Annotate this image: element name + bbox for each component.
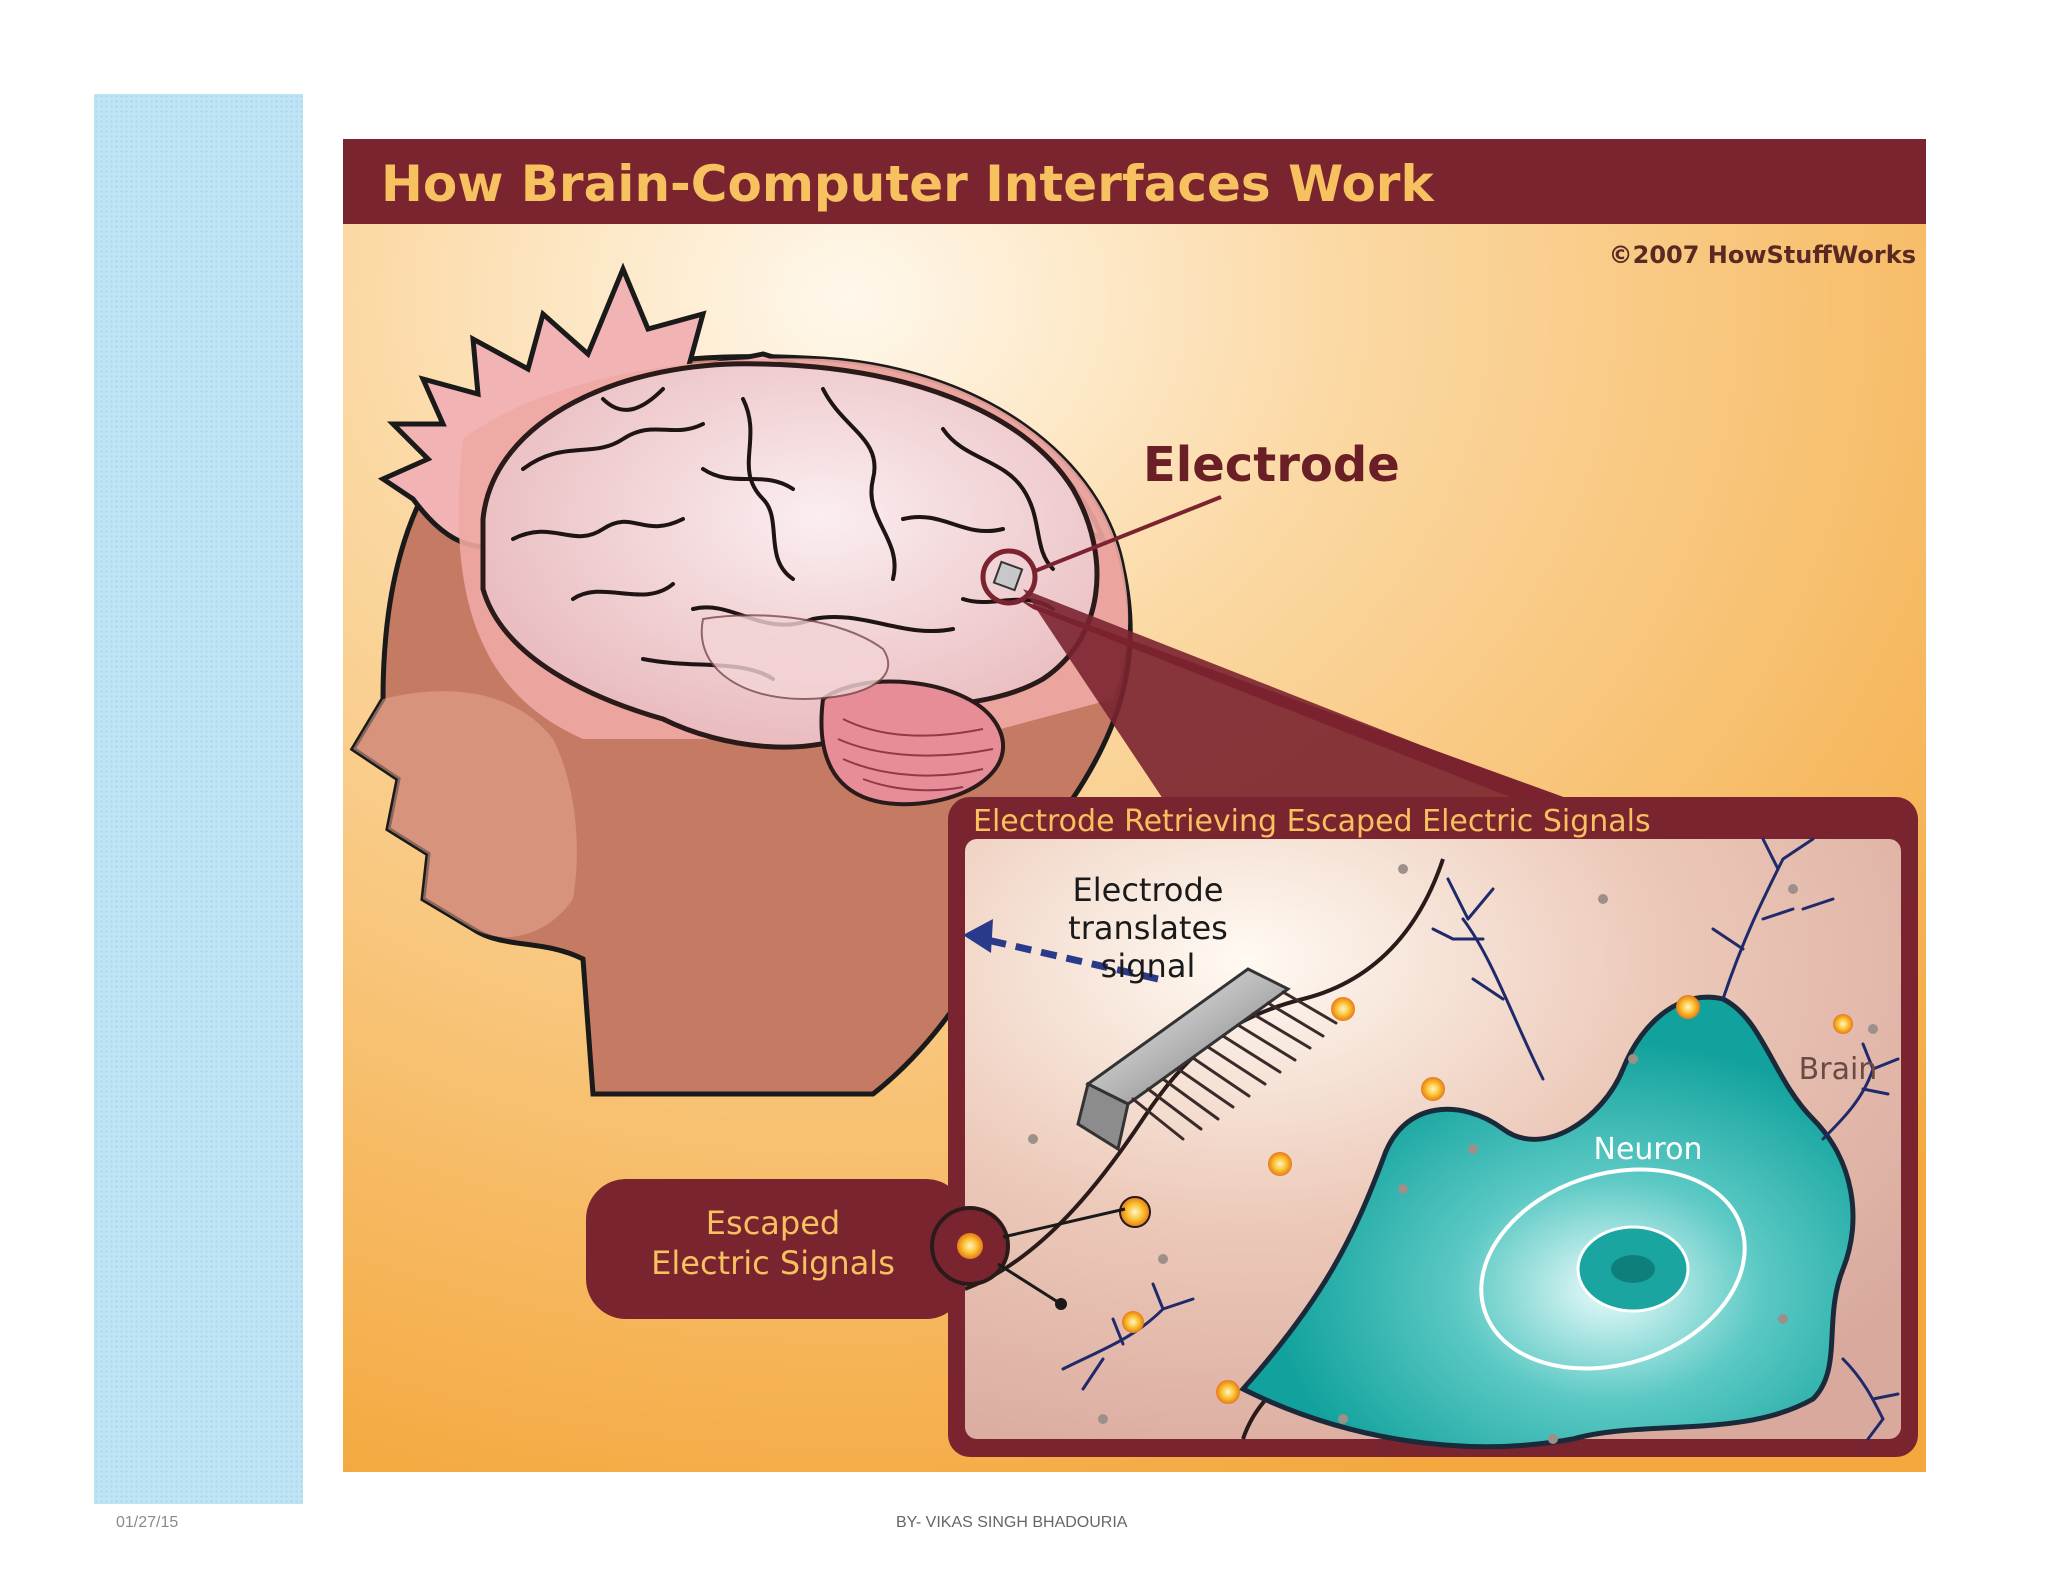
electrode-label: Electrode — [1143, 437, 1400, 493]
inset-electrode-label-2: translates — [1068, 909, 1228, 947]
escaped-signals-pill — [586, 1179, 966, 1319]
electrode-chip — [992, 560, 1024, 592]
footer-author: BY- VIKAS SINGH BHADOURIA — [896, 1514, 1128, 1531]
signal-arrow-head — [963, 919, 993, 953]
figure-title: How Brain-Computer Interfaces Work — [381, 155, 1435, 213]
escaped-signal-dot — [957, 1233, 983, 1259]
inset-electrode-label-3: signal — [1101, 947, 1196, 985]
neuron-membrane — [1479, 1167, 1747, 1371]
zoom-wedge-fill — [1023, 589, 1558, 799]
neuron-nucleolus — [1611, 1255, 1655, 1283]
neuron — [1238, 994, 1856, 1450]
bci-diagram: How Brain-Computer Interfaces Work ©2007… — [343, 139, 1926, 1472]
title-bar — [343, 139, 1926, 224]
side-decoration-strip — [94, 94, 303, 1504]
escaped-pointer-lines — [997, 1207, 1126, 1306]
temporal-lobe — [700, 614, 890, 701]
tissue-specks — [1028, 864, 1878, 1444]
brain-folds — [511, 387, 1055, 681]
cerebellum-lines — [837, 718, 994, 792]
escaped-label-1: Escaped — [706, 1204, 840, 1242]
electrode-callout-circle — [980, 548, 1038, 606]
electrode-probe — [1076, 967, 1338, 1152]
face-shading — [353, 691, 577, 938]
electrode-callout-line — [1034, 495, 1222, 573]
pointer-end-dot — [1055, 1298, 1067, 1310]
label-neuron: Neuron — [1594, 1132, 1703, 1167]
signal-dots — [1119, 995, 1853, 1404]
signal-dashed-arrow — [982, 935, 1159, 983]
label-brain: Brain — [1799, 1052, 1878, 1087]
inset-title: Electrode Retrieving Escaped Electric Si… — [973, 804, 1651, 839]
inset-electrode-label-1: Electrode — [1073, 871, 1224, 909]
escaped-label-2: Electric Signals — [651, 1244, 895, 1282]
dendrites — [1061, 837, 1900, 1441]
footer-date: 01/27/15 — [116, 1514, 179, 1531]
copyright-text: ©2007 HowStuffWorks — [1609, 241, 1916, 269]
bci-diagram-svg: How Brain-Computer Interfaces Work ©2007… — [343, 139, 1926, 1472]
